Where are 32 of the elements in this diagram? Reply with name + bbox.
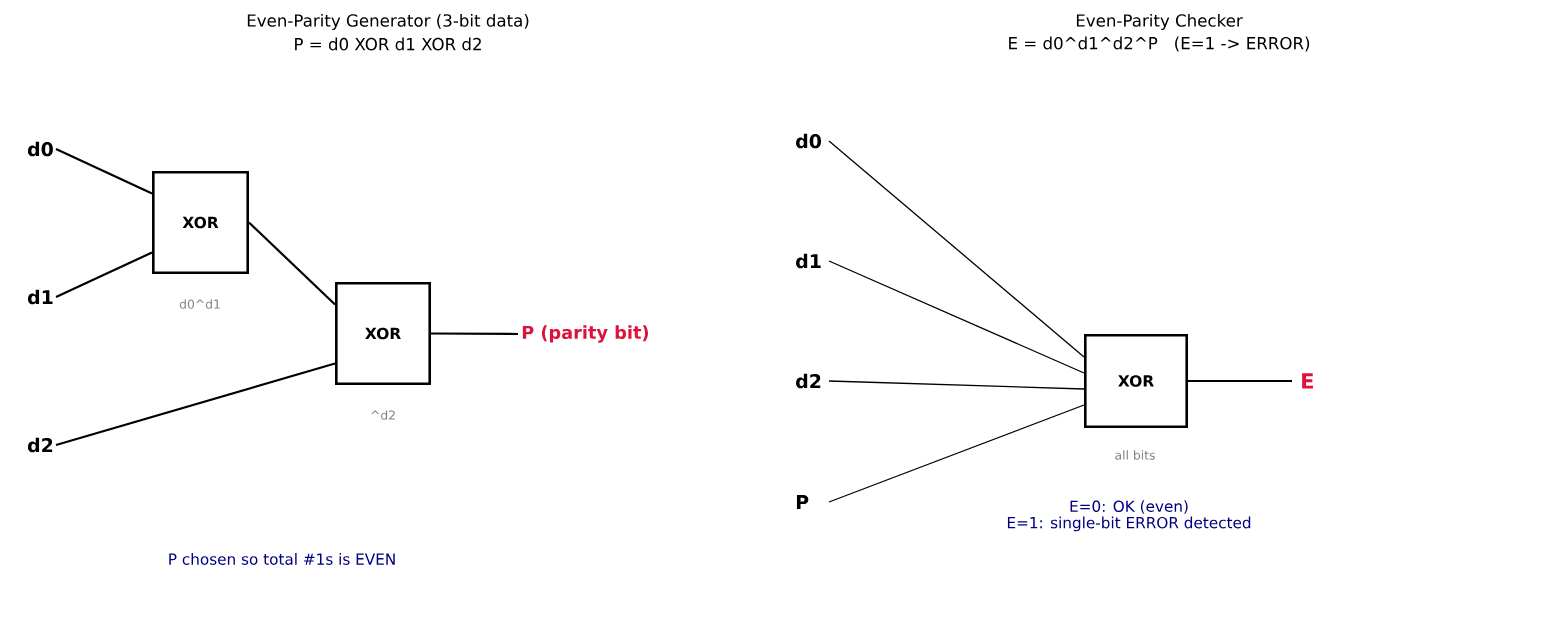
wire	[1188, 379, 1292, 383]
panel-title: Even-Parity Generator (3-bit data)	[247, 13, 529, 31]
wire	[55, 251, 153, 298]
signal-label: d1	[796, 253, 821, 269]
output-label: E	[1302, 373, 1313, 389]
signal-label: d2	[796, 373, 821, 389]
note-text: P chosen so total #1s is EVEN	[169, 553, 395, 565]
panel-title: E = d0^d1^d2^P (E=1 -> ERROR)	[1009, 36, 1310, 52]
wire	[55, 362, 336, 447]
wire	[431, 332, 518, 336]
wire	[828, 380, 1085, 390]
gate-caption: d0^d1	[179, 299, 220, 309]
panel-title: Even-Parity Checker	[1076, 13, 1243, 31]
wire	[248, 221, 336, 306]
wire	[828, 260, 1085, 374]
signal-label: d0	[796, 133, 822, 149]
wire	[828, 140, 1085, 358]
panel-title: P = d0 XOR d1 XOR d2	[295, 37, 481, 51]
signal-label: d2	[27, 437, 53, 453]
signal-label: P	[796, 495, 809, 509]
xor-gate-box: XOR	[1084, 334, 1188, 428]
xor-gate-box: XOR	[152, 171, 249, 274]
signal-label: d0	[27, 141, 53, 157]
xor-gate-box: XOR	[335, 282, 431, 385]
note-text: E=0: OK (even)	[1070, 500, 1188, 514]
gate-caption: all bits	[1115, 450, 1155, 460]
signal-label: d1	[27, 289, 53, 305]
wire	[55, 148, 153, 195]
output-label: P (parity bit)	[522, 325, 648, 343]
note-text: E=1: single-bit ERROR detected	[1007, 516, 1251, 532]
gate-caption: ^d2	[371, 410, 395, 420]
wire	[828, 404, 1085, 503]
